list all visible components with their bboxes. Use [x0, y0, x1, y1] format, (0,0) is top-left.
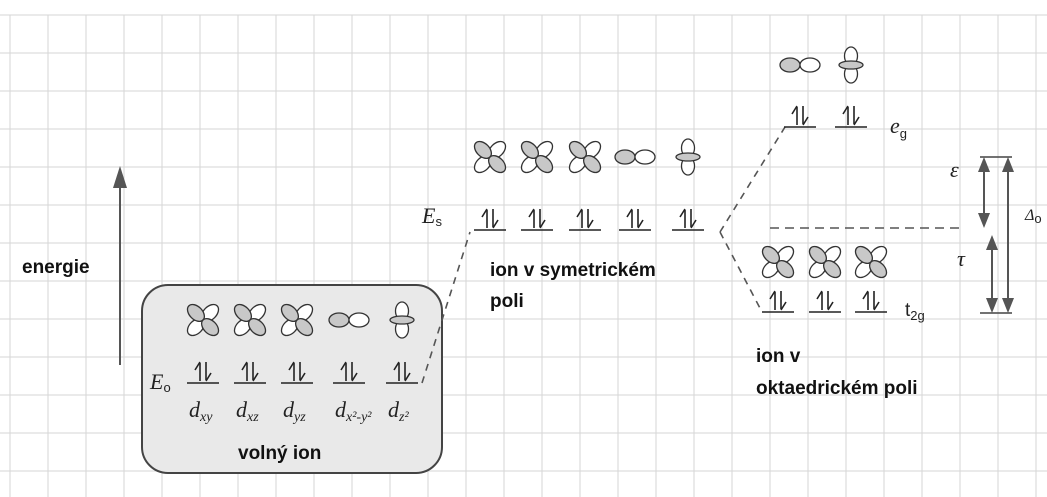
eg-main: e	[890, 113, 900, 138]
eg-orbital-dz2	[838, 46, 864, 84]
eg-orbitals	[779, 46, 864, 84]
connector-to-t2g	[719, 231, 763, 313]
symmetric-field-orbitals	[461, 128, 701, 186]
symmetric-orbital-dumbbell	[614, 149, 656, 165]
e0-sub: o	[163, 380, 170, 395]
connector-to-eg	[719, 126, 786, 233]
e0-label: Eo	[149, 369, 171, 395]
symmetric-orbital-clover	[461, 128, 519, 186]
free-ion-electron-pair	[288, 361, 306, 382]
energy-axis	[113, 166, 127, 365]
symmetric-orbital-clover	[556, 128, 614, 186]
eg-orbital-dumbbell	[779, 57, 821, 73]
free-ion-levels	[187, 361, 418, 384]
t2g-electron-pair	[816, 290, 834, 311]
t2g-electron-pair	[862, 290, 880, 311]
free-ion-electron-pair	[194, 361, 212, 382]
orbital-label-main: d	[283, 397, 295, 422]
gap-markers	[978, 156, 1014, 314]
energy-axis-label: energie	[22, 257, 90, 278]
orbital-label-main: d	[335, 397, 347, 422]
t2g-sub: 2g	[910, 308, 924, 323]
orbital-label-main: d	[189, 397, 201, 422]
eg-sub: g	[900, 126, 907, 141]
epsilon-label: ε	[950, 157, 959, 182]
es-label: Es	[421, 203, 442, 229]
orbital-label-sub: x²-y²	[345, 410, 372, 425]
eg-label: eg	[890, 113, 907, 141]
orbital-label-sub: xy	[199, 410, 213, 425]
orbital-label: dz²	[388, 397, 409, 425]
orbital-label-main: d	[388, 397, 400, 422]
t2g-levels	[762, 290, 887, 313]
eg-electron-pair	[791, 105, 809, 126]
eg-levels	[784, 105, 867, 128]
symmetric-electron-pair	[679, 208, 697, 229]
delta-main: Δ	[1024, 207, 1034, 224]
orbital-label: dyz	[283, 397, 306, 425]
symmetric-field-levels	[474, 208, 704, 231]
symmetric-field-label-line1: ion v symetrickém	[490, 260, 656, 281]
connector-free-to-symmetric	[421, 231, 471, 384]
t2g-electron-pair	[769, 290, 787, 311]
orbital-label-main: d	[236, 397, 248, 422]
t2g-orbitals	[749, 233, 900, 291]
t2g-main: t	[905, 300, 911, 321]
symmetric-orbital-clover	[508, 128, 566, 186]
t2g-orbital-clover	[796, 233, 854, 291]
symmetric-electron-pair	[626, 208, 644, 229]
free-ion-electron-pair	[340, 361, 358, 382]
octahedral-field-label-line1: ion v	[756, 346, 801, 367]
t2g-orbital-clover	[842, 233, 900, 291]
symmetric-electron-pair	[481, 208, 499, 229]
delta-sub: o	[1034, 211, 1041, 226]
free-ion-label: volný ion	[238, 443, 321, 464]
free-ion-electron-pair	[393, 361, 411, 382]
t2g-label: t2g	[905, 300, 925, 323]
orbital-label-sub: z²	[398, 410, 409, 425]
orbital-label: dx²-y²	[335, 397, 372, 425]
background-grid	[0, 14, 1047, 497]
orbital-label-sub: yz	[292, 410, 306, 425]
tau-label: τ	[957, 246, 966, 271]
orbital-label: dxy	[189, 397, 213, 425]
es-main: E	[421, 203, 436, 228]
free-ion-electron-pair	[241, 361, 259, 382]
delta-label: Δo	[1024, 207, 1042, 226]
eg-electron-pair	[842, 105, 860, 126]
t2g-orbital-clover	[749, 233, 807, 291]
es-sub: s	[435, 214, 442, 229]
orbital-label: dxz	[236, 397, 259, 425]
symmetric-field-label-line2: poli	[490, 291, 524, 312]
symmetric-electron-pair	[576, 208, 594, 229]
symmetric-electron-pair	[528, 208, 546, 229]
orbital-label-sub: xz	[246, 410, 259, 425]
symmetric-orbital-dz2	[675, 138, 701, 176]
e0-main: E	[149, 369, 164, 394]
octahedral-field-label-line2: oktaedrickém poli	[756, 378, 918, 399]
